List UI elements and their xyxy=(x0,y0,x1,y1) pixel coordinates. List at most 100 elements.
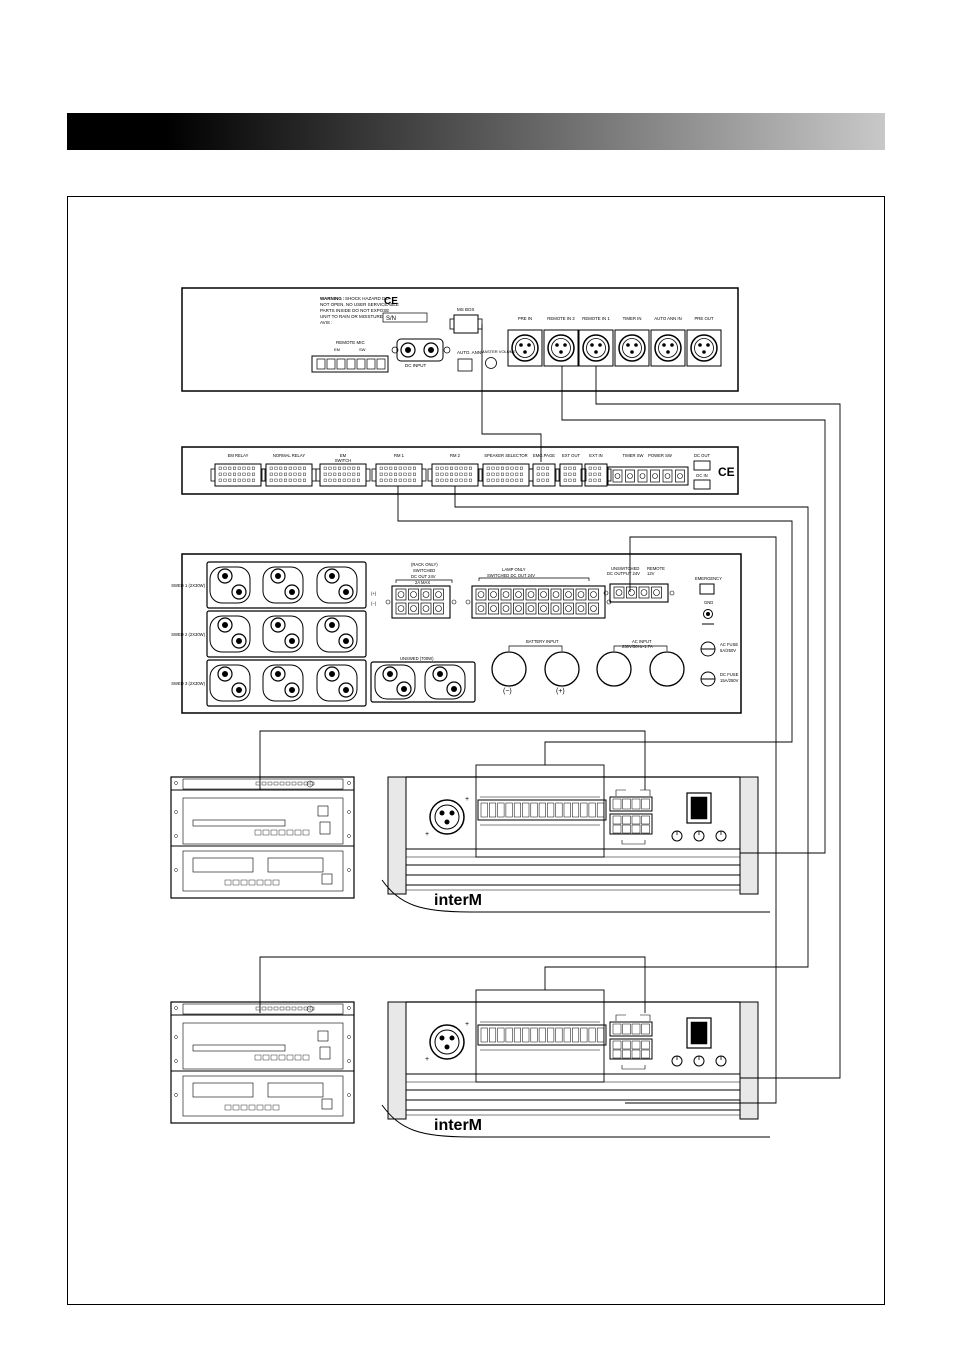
svg-text:EM RELAY: EM RELAY xyxy=(228,453,249,458)
remote-mic-terminal[interactable] xyxy=(311,355,389,373)
port-normal-relay[interactable]: NORMAL RELAY xyxy=(261,453,317,487)
svg-text:SHOCK HAZARD DO: SHOCK HAZARD DO xyxy=(345,296,389,301)
svg-text:AC FUSE: AC FUSE xyxy=(720,642,738,647)
swed-block-2[interactable]: SWED 2 (2X30W) xyxy=(171,610,367,658)
port-rm-2[interactable]: RM 2 xyxy=(427,453,483,487)
port-emg-page[interactable]: EMG.PAGE xyxy=(528,453,560,487)
xlr-jack-auto-ann-in[interactable]: AUTO ANN IN xyxy=(650,316,686,367)
console-volume-knob-3[interactable] xyxy=(715,1055,727,1067)
svg-text:RM 2: RM 2 xyxy=(450,453,461,458)
svg-text:+: + xyxy=(425,831,429,838)
battery-ac-posts[interactable] xyxy=(491,651,685,687)
svg-text:S/N: S/N xyxy=(386,316,396,322)
top-unit-rear-panel: WARNING : SHOCK HAZARD DO NOT OPEN. NO U… xyxy=(181,287,739,392)
paging-console: ++interM xyxy=(381,764,770,913)
svg-text:MASTER VOLUME: MASTER VOLUME xyxy=(481,349,516,354)
svg-text:PRE IN: PRE IN xyxy=(518,316,532,321)
svg-text:AVIS :: AVIS : xyxy=(320,320,332,325)
rack-console-set-2: ++interM xyxy=(170,989,770,1138)
console-terminal-strip[interactable] xyxy=(475,764,607,858)
console-power-switch[interactable] xyxy=(686,1017,712,1049)
svg-text:15A/250V: 15A/250V xyxy=(720,678,739,683)
svg-text:DC OUT 24V: DC OUT 24V xyxy=(411,574,436,579)
port-ext-out[interactable]: EXT OUT xyxy=(555,453,587,487)
console-control-terminals[interactable] xyxy=(609,1014,653,1070)
svg-text:PRE OUT: PRE OUT xyxy=(694,316,713,321)
swed-block-1[interactable]: SWED 1 (2X30W) xyxy=(171,561,367,609)
svg-text:SWITCHED: SWITCHED xyxy=(413,568,435,573)
svg-text:SPEAKER SELECTOR: SPEAKER SELECTOR xyxy=(484,453,527,458)
console-volume-knob-1[interactable] xyxy=(671,830,683,842)
mic-xlr-input[interactable]: ++ xyxy=(425,1021,469,1063)
svg-text:TIMER SW: TIMER SW xyxy=(623,453,644,458)
ms-box-connector[interactable] xyxy=(449,314,483,334)
equipment-rack xyxy=(170,776,355,899)
svg-text:NOT OPEN. NO USER SERVICEABLE: NOT OPEN. NO USER SERVICEABLE xyxy=(320,302,399,307)
svg-text:(RACK ONLY): (RACK ONLY) xyxy=(411,562,438,567)
console-volume-knob-1[interactable] xyxy=(671,1055,683,1067)
xlr-jack-remote-in-1[interactable]: REMOTE IN 1 xyxy=(578,316,614,367)
paging-console: ++interM xyxy=(381,989,770,1138)
svg-text:AUTO. ANN: AUTO. ANN xyxy=(457,350,481,355)
svg-text:DC INPUT: DC INPUT xyxy=(405,363,427,368)
port-speaker-selector[interactable]: SPEAKER SELECTOR xyxy=(478,453,534,487)
svg-text:EXT OUT: EXT OUT xyxy=(562,453,581,458)
console-volume-knob-2[interactable] xyxy=(693,830,705,842)
svg-text:(−): (−) xyxy=(371,601,377,606)
svg-text:EM: EM xyxy=(340,453,347,458)
port-ext-in[interactable]: EXT IN xyxy=(580,453,612,487)
console-volume-knob-3[interactable] xyxy=(715,830,727,842)
svg-text:EXT IN: EXT IN xyxy=(589,453,602,458)
dc-input-jacks[interactable] xyxy=(396,338,444,362)
master-volume-knob[interactable] xyxy=(485,357,497,369)
console-terminal-strip[interactable] xyxy=(475,989,607,1083)
svg-text:+: + xyxy=(425,1056,429,1063)
rack-switched-dc-terminal[interactable] xyxy=(385,585,457,619)
svg-text:SWITCH: SWITCH xyxy=(335,458,352,463)
svg-text:REMOTE IN 2: REMOTE IN 2 xyxy=(547,316,575,321)
console-volume-knob-2[interactable] xyxy=(693,1055,705,1067)
amplifier-panel: SWED 1 (2X30W) SWED 2 (2X30W) SWED 3 (2X30… xyxy=(171,553,742,714)
svg-text:PARTS INSIDE DO NOT EXPOSE: PARTS INSIDE DO NOT EXPOSE xyxy=(320,308,389,313)
svg-text:LAMP ONLY: LAMP ONLY xyxy=(502,567,526,572)
mic-xlr-input[interactable]: ++ xyxy=(425,796,469,838)
svg-text:NORMAL RELAY: NORMAL RELAY xyxy=(273,453,306,458)
xlr-jack-pre-in[interactable]: PRE IN xyxy=(507,316,543,367)
auto-ann-switch[interactable] xyxy=(457,358,473,372)
svg-text:GND: GND xyxy=(704,600,713,605)
svg-text:POWER SW: POWER SW xyxy=(648,453,672,458)
xlr-jack-pre-out[interactable]: PRE OUT xyxy=(686,316,722,367)
svg-text:SWITCHED DC OUT 24V: SWITCHED DC OUT 24V xyxy=(487,573,535,578)
svg-text:+: + xyxy=(465,796,469,803)
svg-text:AUTO ANN IN: AUTO ANN IN xyxy=(654,316,681,321)
svg-text:CE: CE xyxy=(718,465,735,479)
console-power-switch[interactable] xyxy=(686,792,712,824)
swed-block-3[interactable]: SWED 3 (2X30W) xyxy=(171,659,367,707)
emergency-connector[interactable] xyxy=(699,583,715,595)
xlr-jack-remote-in-2[interactable]: REMOTE IN 2 xyxy=(543,316,579,367)
svg-text:2A MAX: 2A MAX xyxy=(415,580,430,585)
svg-text:SW: SW xyxy=(359,347,366,352)
xlr-jack-timer-in[interactable]: TIMER IN xyxy=(614,316,650,367)
svg-text:SWED 1 (2X30W): SWED 1 (2X30W) xyxy=(171,583,205,588)
console-control-terminals[interactable] xyxy=(609,789,653,845)
svg-text:DC IN: DC IN xyxy=(696,473,707,478)
port-em-relay[interactable]: EM RELAY xyxy=(210,453,266,487)
svg-text:SWED 2 (2X30W): SWED 2 (2X30W) xyxy=(171,632,205,637)
svg-text:DC FUSE: DC FUSE xyxy=(720,672,739,677)
svg-text:MS BOX: MS BOX xyxy=(457,307,475,312)
unswed-block[interactable] xyxy=(370,661,476,703)
unswitched-remote-terminal[interactable] xyxy=(603,583,675,603)
svg-text:12V: 12V xyxy=(647,571,655,576)
svg-text:AC INPUT: AC INPUT xyxy=(632,639,652,644)
svg-text:+: + xyxy=(465,1021,469,1028)
gnd-terminal[interactable] xyxy=(703,609,713,619)
lamp-switched-dc-terminal[interactable] xyxy=(465,585,612,619)
svg-text:5A/250V: 5A/250V xyxy=(720,648,736,653)
port-rm-1[interactable]: RM 1 xyxy=(371,453,427,487)
timer-power-sw-terminal[interactable]: TIMER SW POWER SW xyxy=(607,453,689,486)
